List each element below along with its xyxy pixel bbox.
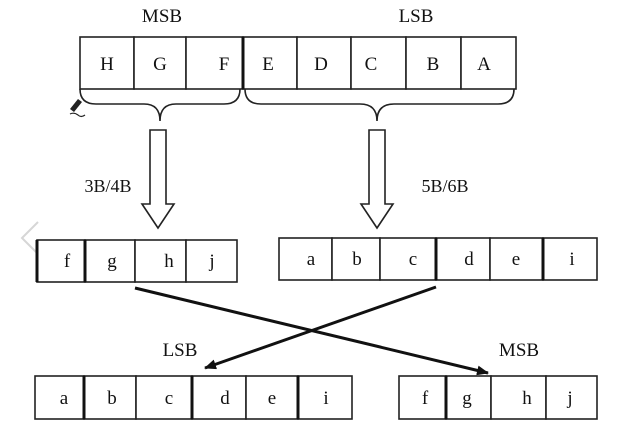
input-cell: F <box>185 36 244 90</box>
lsb-label-top: LSB <box>399 6 434 27</box>
encoded-4b-row: f g h j <box>35 239 238 283</box>
encoded-6b-cell: a <box>307 249 316 270</box>
split-label-right: 5B/6B <box>421 176 468 196</box>
input-cell: C <box>350 36 407 90</box>
down-arrow-left <box>140 129 176 230</box>
msb-label-top: MSB <box>142 6 182 27</box>
right-brace <box>244 88 515 122</box>
pencil-icon <box>69 99 86 118</box>
cross-arrow-to-lsb <box>204 285 437 370</box>
encoded-4b-cell: g <box>107 251 117 272</box>
input-cell: B <box>405 36 462 90</box>
input-cell: A <box>460 36 517 90</box>
output-msb-cell: g <box>462 388 472 409</box>
input-cell-label: C <box>365 54 378 75</box>
lsb-label-bottom: LSB <box>163 340 198 361</box>
input-cell-label: E <box>262 54 274 75</box>
input-word-row: H G F E D C B A <box>79 36 517 90</box>
output-lsb-cell: a <box>60 388 69 409</box>
output-msb-cell: f <box>422 388 429 409</box>
input-cell: D <box>296 36 352 90</box>
output-lsb-cell: i <box>323 388 328 409</box>
output-lsb-row: a b c d e i <box>34 375 353 420</box>
output-lsb-cell: c <box>165 388 173 409</box>
down-arrow-right <box>359 129 395 230</box>
input-cell: H <box>79 36 135 90</box>
output-lsb-cell: b <box>107 388 117 409</box>
input-cell-label: A <box>477 54 491 75</box>
encoded-6b-cell: i <box>569 249 574 270</box>
encoded-4b-cell: h <box>164 251 174 272</box>
input-cell-label: B <box>427 54 440 75</box>
input-cell-label: F <box>219 54 230 75</box>
encoded-6b-row: a b c d e i <box>278 237 598 281</box>
input-cell-label: D <box>314 54 328 75</box>
input-cell: E <box>242 36 298 90</box>
encoded-4b-cell: f <box>64 251 71 272</box>
left-brace <box>79 88 241 122</box>
encoded-6b-cell: e <box>512 249 520 270</box>
msb-label-bottom: MSB <box>499 340 539 361</box>
input-cell: G <box>133 36 187 90</box>
output-lsb-cell: d <box>220 388 230 409</box>
output-msb-cell: h <box>522 388 532 409</box>
input-cell-label: H <box>100 54 114 75</box>
output-msb-cell: j <box>566 388 572 409</box>
input-cell-label: G <box>153 54 167 75</box>
output-msb-row: f g h j <box>398 375 598 420</box>
output-lsb-cell: e <box>268 388 276 409</box>
split-label-left: 3B/4B <box>84 176 131 196</box>
chevron-left-icon <box>20 221 39 255</box>
encoded-6b-cell: d <box>464 249 474 270</box>
encoded-6b-cell: b <box>352 249 362 270</box>
encoded-4b-cell: j <box>208 251 214 272</box>
encoded-6b-cell: c <box>409 249 417 270</box>
